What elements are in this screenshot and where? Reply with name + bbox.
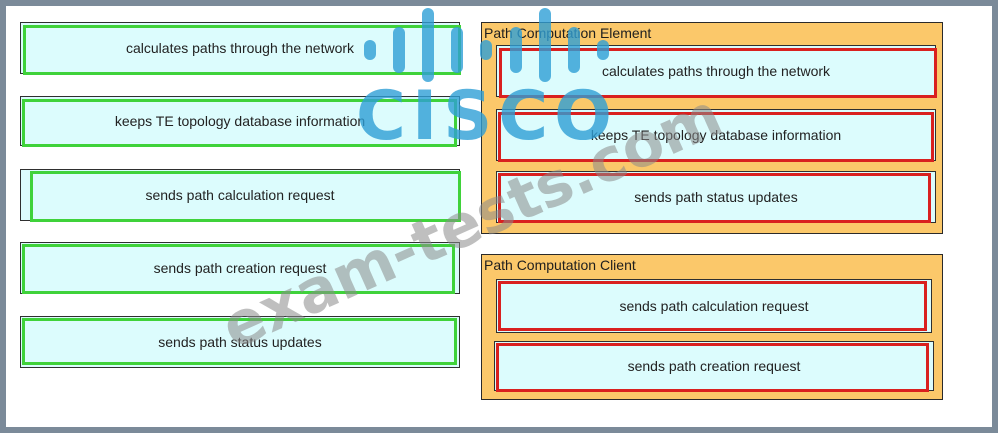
pcc-item-sends-path-calculation[interactable]: sends path calculation request	[496, 279, 932, 333]
source-item-label: sends path status updates	[158, 334, 322, 350]
pce-item-label: calculates paths through the network	[601, 63, 831, 79]
source-item-keeps-te-topology[interactable]: keeps TE topology database information	[20, 96, 460, 147]
source-item-label: sends path calculation request	[145, 187, 335, 203]
source-item-label: calculates paths through the network	[125, 40, 355, 56]
source-item-calculates-paths[interactable]: calculates paths through the network	[20, 22, 461, 75]
source-item-label: sends path creation request	[153, 260, 327, 276]
pce-item-sends-path-status[interactable]: sends path status updates	[496, 171, 936, 223]
pcc-title: Path Computation Client	[484, 257, 636, 273]
pce-item-keeps-te-topology[interactable]: keeps TE topology database information	[496, 109, 936, 162]
pce-item-calculates-paths[interactable]: calculates paths through the network	[496, 45, 937, 98]
pcc-item-label: sends path calculation request	[619, 298, 809, 314]
drag-drop-canvas: calculates paths through the network kee…	[6, 6, 992, 427]
pcc-item-label: sends path creation request	[627, 358, 801, 374]
pce-drop-zone[interactable]: Path Computation Element calculates path…	[481, 22, 943, 234]
pce-item-label: sends path status updates	[634, 189, 798, 205]
pce-item-label: keeps TE topology database information	[590, 127, 842, 143]
source-item-sends-path-creation[interactable]: sends path creation request	[20, 242, 460, 294]
pce-title: Path Computation Element	[484, 25, 652, 41]
source-item-sends-path-status[interactable]: sends path status updates	[20, 316, 460, 368]
pcc-drop-zone[interactable]: Path Computation Client sends path calcu…	[481, 254, 943, 400]
source-item-label: keeps TE topology database information	[114, 113, 366, 129]
source-item-sends-path-calculation[interactable]: sends path calculation request	[20, 169, 461, 222]
pcc-item-sends-path-creation[interactable]: sends path creation request	[494, 341, 934, 392]
